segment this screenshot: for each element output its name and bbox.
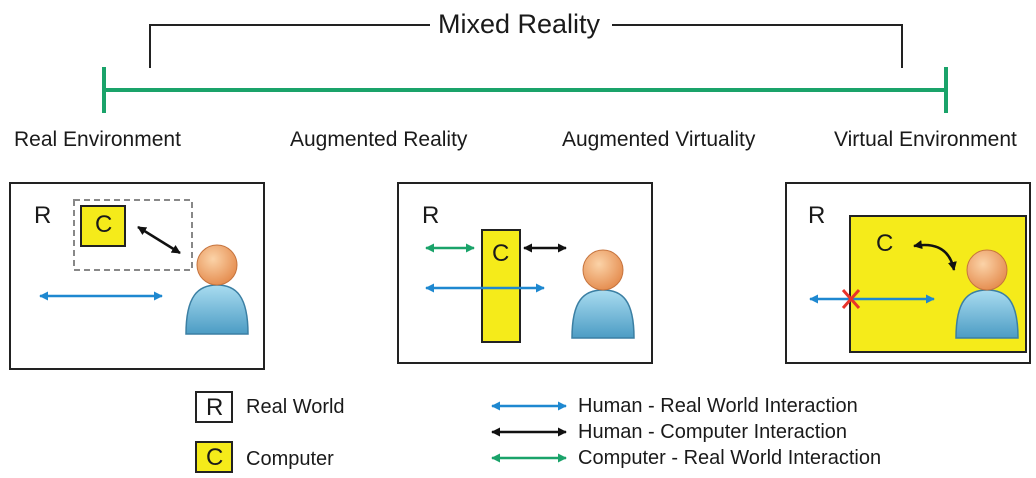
blocked-marker [841, 289, 861, 309]
legend-human-real-world-label: Human - Real World Interaction [578, 395, 858, 417]
human-computer-arrow [137, 225, 181, 255]
legend-real-world-swatch [195, 391, 233, 423]
legend-computer-real-world-label: Computer - Real World Interaction [578, 447, 882, 469]
label-real-environment: Real Environment [14, 128, 181, 151]
panel1-real-symbol: R [34, 202, 52, 229]
continuum-line [102, 67, 948, 113]
panel1-computer-symbol: C [95, 211, 113, 238]
human-icon [571, 249, 635, 339]
human-computer-arrow [913, 240, 957, 271]
panel2-computer-symbol: C [492, 240, 510, 267]
panel3-real-symbol: R [808, 202, 826, 229]
mixed-reality-title: Mixed Reality [430, 9, 609, 40]
panel3-computer-symbol: C [876, 230, 894, 257]
label-augmented-reality: Augmented Reality [290, 128, 468, 151]
label-augmented-virtuality: Augmented Virtuality [562, 128, 756, 151]
computer-region-dashed [73, 199, 193, 271]
human-icon [955, 249, 1019, 339]
computer-box [80, 205, 126, 247]
virtual-environment-panel [785, 182, 1031, 364]
real-environment-panel [9, 182, 265, 370]
augmented-reality-panel [397, 182, 653, 364]
legend-real-world-glyph: R [206, 394, 224, 421]
human-icon [185, 244, 249, 335]
mixed-reality-bracket [149, 24, 903, 68]
legend-computer-glyph: C [206, 444, 224, 471]
legend-human-computer-label: Human - Computer Interaction [578, 421, 848, 443]
legend-computer-label: Computer [246, 448, 334, 470]
label-virtual-environment: Virtual Environment [834, 128, 1017, 151]
legend-real-world-label: Real World [246, 396, 345, 418]
panel2-real-symbol: R [422, 202, 440, 229]
legend-computer-swatch [195, 441, 233, 473]
